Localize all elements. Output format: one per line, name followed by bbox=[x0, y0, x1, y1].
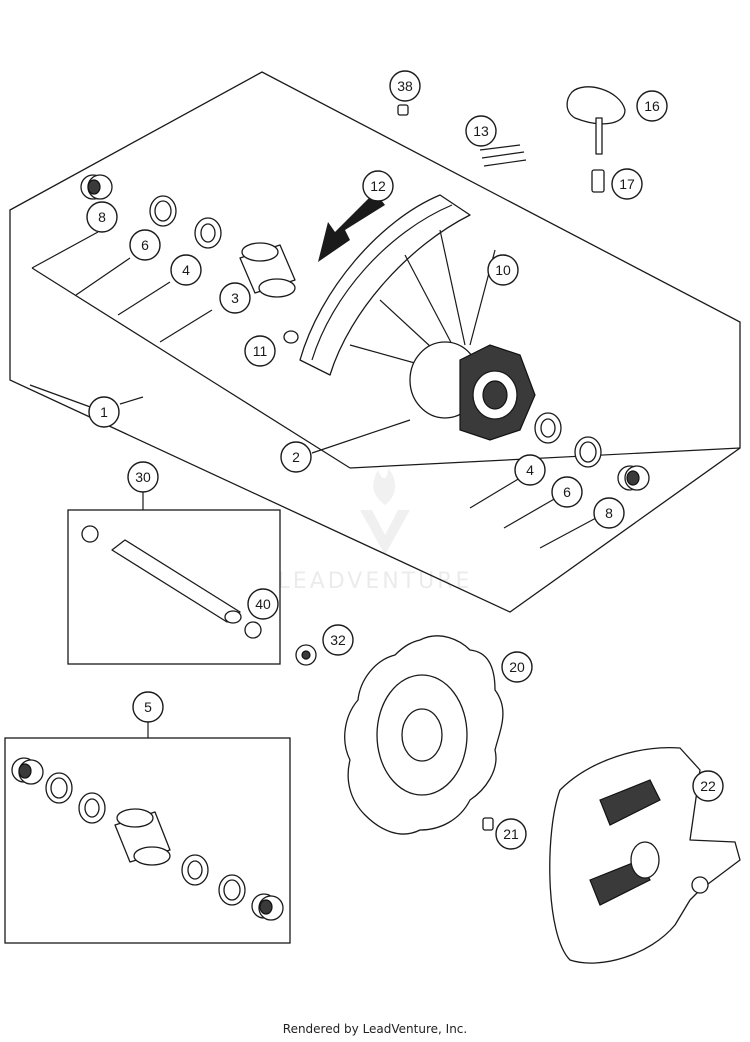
svg-text:3: 3 bbox=[231, 290, 239, 306]
footer-credit: Rendered by LeadVenture, Inc. bbox=[282, 1022, 468, 1036]
seal-8-right bbox=[617, 465, 650, 491]
kit-bearing-right bbox=[181, 854, 209, 886]
svg-text:6: 6 bbox=[141, 237, 149, 253]
watermark-logo: LEADVENTURE bbox=[278, 468, 473, 594]
callout-2: 2 bbox=[280, 441, 312, 473]
svg-text:22: 22 bbox=[700, 778, 716, 794]
svg-text:32: 32 bbox=[330, 632, 346, 648]
callout-22: 22 bbox=[692, 770, 724, 802]
rotation-arrow-12 bbox=[318, 192, 385, 262]
bearing-4-right bbox=[534, 412, 562, 444]
svg-text:16: 16 bbox=[644, 98, 660, 114]
svg-text:17: 17 bbox=[619, 176, 635, 192]
svg-text:2: 2 bbox=[292, 449, 300, 465]
callout-16: 16 bbox=[636, 90, 668, 122]
nut-32 bbox=[295, 644, 317, 666]
wheel-hub bbox=[409, 341, 536, 441]
bolt-21 bbox=[482, 817, 494, 831]
callout-6-left: 6 bbox=[129, 229, 161, 261]
callout-21: 21 bbox=[495, 818, 527, 850]
tool-16 bbox=[566, 86, 626, 155]
svg-text:1: 1 bbox=[100, 404, 108, 420]
callout-8-left: 8 bbox=[86, 201, 118, 233]
svg-text:21: 21 bbox=[503, 826, 519, 842]
svg-text:38: 38 bbox=[397, 78, 413, 94]
svg-text:30: 30 bbox=[135, 469, 151, 485]
svg-text:11: 11 bbox=[253, 343, 268, 359]
screw-38 bbox=[397, 104, 409, 116]
nipple-11 bbox=[283, 330, 299, 344]
spacer-6-right bbox=[574, 436, 602, 468]
spacer-6-left bbox=[149, 195, 177, 227]
kit-spacer-right bbox=[218, 874, 246, 906]
kit-seal-left bbox=[11, 757, 44, 785]
callout-30: 30 bbox=[127, 461, 159, 493]
callout-40: 40 bbox=[247, 588, 279, 620]
svg-text:5: 5 bbox=[144, 699, 152, 715]
kit-spacer-left bbox=[45, 772, 73, 804]
tape-13 bbox=[479, 144, 527, 167]
seal-8-left bbox=[80, 174, 113, 200]
svg-text:13: 13 bbox=[473, 123, 489, 139]
valve-17 bbox=[591, 169, 605, 193]
svg-text:8: 8 bbox=[605, 505, 613, 521]
callout-5: 5 bbox=[132, 691, 164, 723]
disc-guard-22 bbox=[549, 746, 741, 964]
svg-text:4: 4 bbox=[182, 262, 190, 278]
callout-11: 11 bbox=[244, 335, 276, 367]
callout-6-right: 6 bbox=[551, 476, 583, 508]
callout-8-right: 8 bbox=[593, 497, 625, 529]
callout-38: 38 bbox=[389, 70, 421, 102]
nut-40 bbox=[244, 621, 262, 639]
callout-4-right: 4 bbox=[514, 454, 546, 486]
callout-32: 32 bbox=[322, 624, 354, 656]
axle-nut-small bbox=[81, 525, 99, 543]
spacer-sleeve-3 bbox=[239, 242, 296, 298]
svg-text:10: 10 bbox=[495, 262, 511, 278]
axle-kit-frame bbox=[67, 509, 281, 665]
kit-bearing-left bbox=[78, 792, 106, 824]
bearing-4-left bbox=[194, 217, 222, 249]
svg-text:4: 4 bbox=[526, 462, 534, 478]
callout-10: 10 bbox=[487, 254, 519, 286]
svg-text:40: 40 bbox=[255, 596, 271, 612]
wheel-rim bbox=[299, 194, 496, 376]
svg-text:12: 12 bbox=[370, 178, 386, 194]
callout-12: 12 bbox=[362, 170, 394, 202]
callout-1: 1 bbox=[88, 396, 120, 428]
callout-17: 17 bbox=[611, 168, 643, 200]
kit-seal-right bbox=[251, 893, 284, 921]
callout-20: 20 bbox=[501, 651, 533, 683]
svg-text:20: 20 bbox=[509, 659, 525, 675]
watermark-text: LEADVENTURE bbox=[278, 569, 473, 594]
callout-13: 13 bbox=[465, 115, 497, 147]
axle-30 bbox=[111, 539, 242, 624]
callout-3: 3 bbox=[219, 282, 251, 314]
callout-4-left: 4 bbox=[170, 254, 202, 286]
brake-disc-20 bbox=[344, 635, 504, 835]
kit-sleeve bbox=[114, 808, 171, 866]
svg-text:8: 8 bbox=[98, 209, 106, 225]
svg-text:6: 6 bbox=[563, 484, 571, 500]
